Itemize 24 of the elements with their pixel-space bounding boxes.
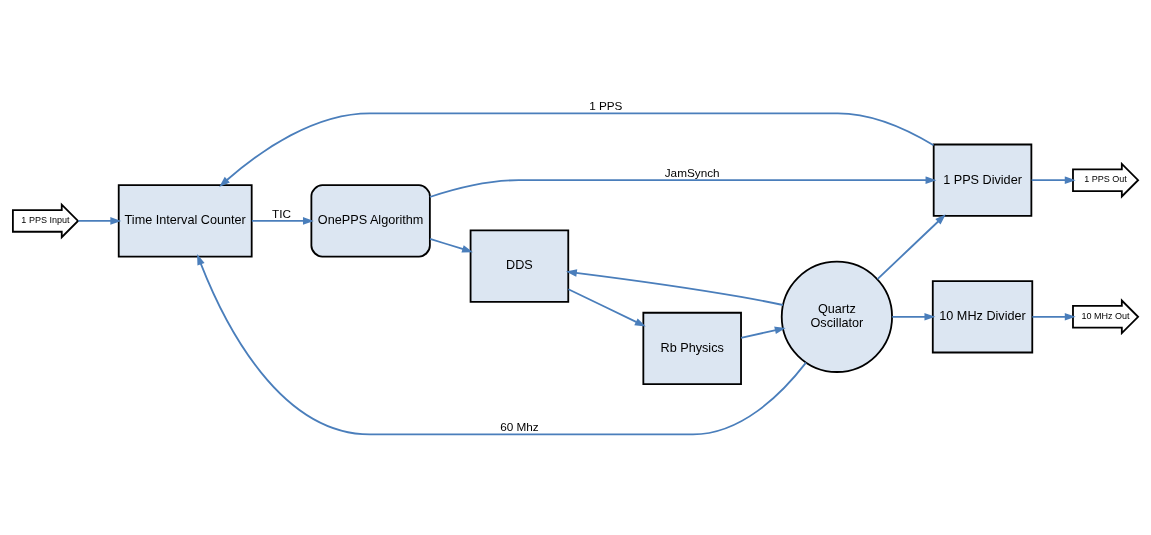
arrow: [1031, 313, 1076, 321]
arrow: [250, 217, 314, 225]
node-circle: Quartz Oscillator: [780, 260, 893, 373]
node-box: 1 PPS Divider: [932, 143, 1033, 217]
arrow: [565, 269, 784, 306]
arrow: [77, 217, 122, 225]
edge-label: 60 Mhz: [500, 420, 539, 434]
arrow: [429, 238, 473, 253]
arrow: [740, 326, 786, 339]
arrow: [1030, 176, 1076, 185]
arrow: [876, 214, 946, 280]
arrow: [428, 176, 937, 198]
edge-label: JamSynch: [664, 165, 720, 179]
node-box: 10 MHz Divider: [931, 280, 1034, 354]
arrow: [891, 313, 936, 321]
node-box: DDS: [469, 229, 570, 303]
arrow: [197, 254, 807, 436]
node-box: OnePPS Algorithm: [310, 184, 431, 258]
node-box: Rb Physics: [642, 311, 742, 386]
arrow: [567, 288, 646, 327]
edge-label: TIC: [272, 206, 291, 220]
arrow: [219, 112, 935, 187]
edge-label: 1 PPS: [589, 99, 623, 113]
node-box: Time Interval Counter: [117, 184, 253, 258]
